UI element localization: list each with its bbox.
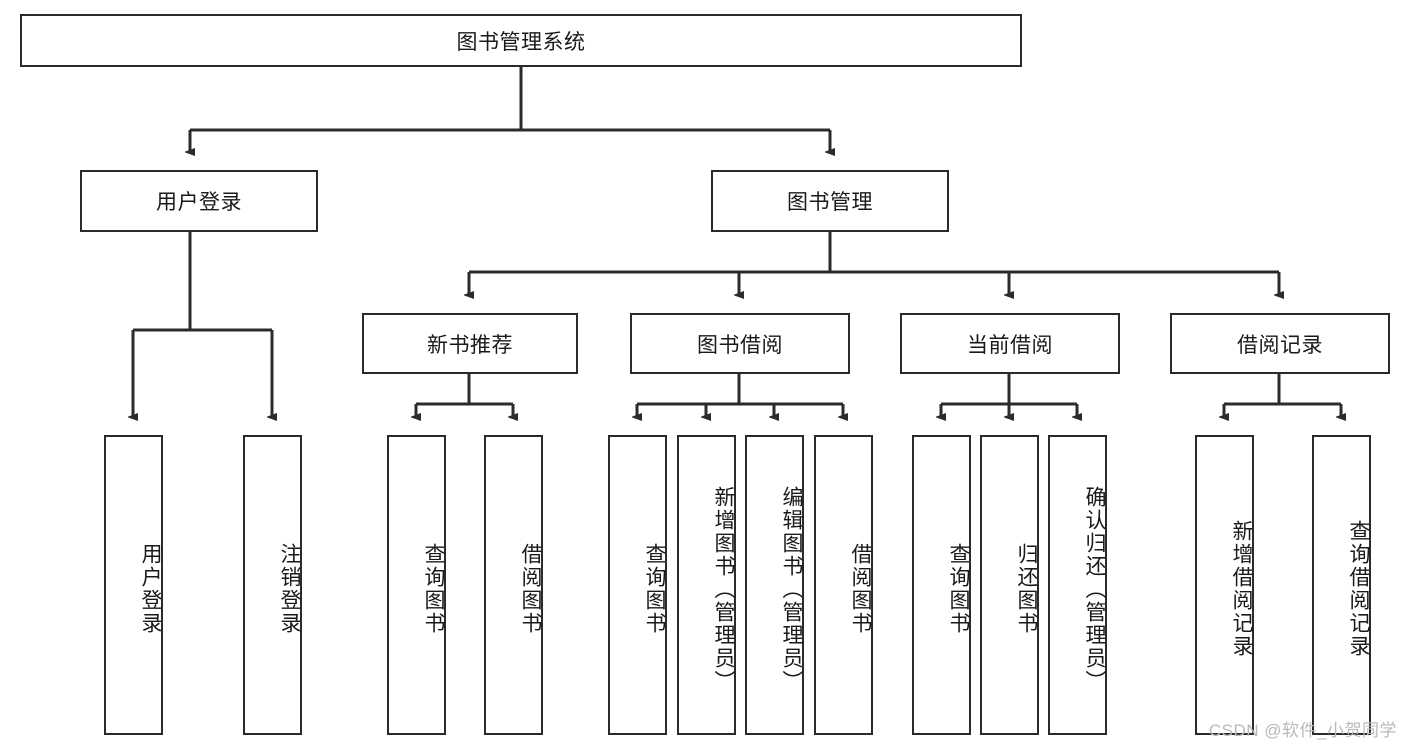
node-leaf-confirm-return-admin[interactable]: 确认归还（管理员）: [1048, 435, 1107, 735]
node-user-login[interactable]: 用户登录: [80, 170, 318, 232]
node-label: 图书管理: [787, 191, 873, 214]
node-leaf-query-book-borrow[interactable]: 查询图书: [608, 435, 667, 735]
node-label: 新增图书（管理员）: [712, 485, 735, 693]
node-root-system[interactable]: 图书管理系统: [20, 14, 1022, 67]
node-leaf-logout[interactable]: 注销登录: [243, 435, 302, 735]
node-label: 当前借阅: [967, 333, 1053, 357]
node-label: 确认归还（管理员）: [1083, 485, 1106, 693]
node-leaf-add-borrow-record[interactable]: 新增借阅记录: [1195, 435, 1254, 735]
node-borrow-record[interactable]: 借阅记录: [1170, 313, 1390, 374]
node-label: 编辑图书（管理员）: [780, 485, 803, 693]
node-current-borrow[interactable]: 当前借阅: [900, 313, 1120, 374]
node-leaf-user-login[interactable]: 用户登录: [104, 435, 163, 735]
node-leaf-query-book-current[interactable]: 查询图书: [912, 435, 971, 735]
node-book-borrow[interactable]: 图书借阅: [630, 313, 850, 374]
node-book-management[interactable]: 图书管理: [711, 170, 949, 232]
node-label: 查询图书: [643, 543, 666, 635]
node-label: 图书管理系统: [456, 30, 586, 54]
node-label: 用户登录: [156, 191, 242, 214]
node-label: 新增借阅记录: [1230, 520, 1253, 658]
node-label: 归还图书: [1015, 543, 1038, 635]
node-label: 查询图书: [422, 543, 445, 635]
node-label: 借阅记录: [1237, 333, 1323, 357]
node-label: 借阅图书: [519, 543, 542, 635]
node-label: 查询借阅记录: [1347, 520, 1370, 658]
node-label: 新书推荐: [427, 333, 513, 357]
node-leaf-borrow-book-newbook[interactable]: 借阅图书: [484, 435, 543, 735]
node-leaf-query-borrow-record[interactable]: 查询借阅记录: [1312, 435, 1371, 735]
node-leaf-borrow-book[interactable]: 借阅图书: [814, 435, 873, 735]
node-label: 用户登录: [139, 543, 162, 635]
watermark-text: CSDN @软件_小贺同学: [1208, 721, 1397, 740]
node-label: 图书借阅: [697, 333, 783, 357]
node-label: 注销登录: [278, 543, 301, 635]
node-label: 查询图书: [947, 543, 970, 635]
node-leaf-return-book[interactable]: 归还图书: [980, 435, 1039, 735]
node-leaf-query-book-newbook[interactable]: 查询图书: [387, 435, 446, 735]
node-new-book-recommend[interactable]: 新书推荐: [362, 313, 578, 374]
node-leaf-edit-book-admin[interactable]: 编辑图书（管理员）: [745, 435, 804, 735]
node-label: 借阅图书: [849, 543, 872, 635]
node-leaf-add-book-admin[interactable]: 新增图书（管理员）: [677, 435, 736, 735]
